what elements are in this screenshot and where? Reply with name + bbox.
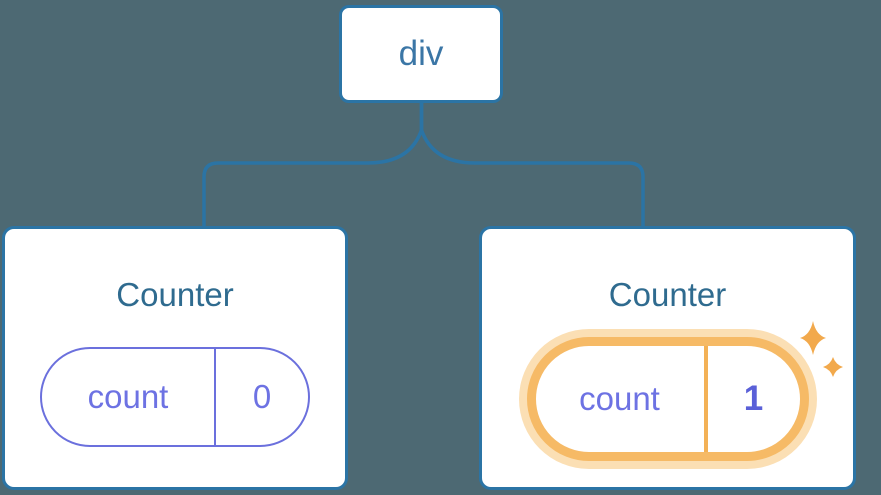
tree-node-div: div	[339, 5, 503, 103]
component-title: Counter	[116, 276, 234, 313]
component-card-counter-right: Counter count 1	[479, 226, 856, 490]
state-pill-highlighted: count 1	[526, 337, 809, 462]
state-key: count	[536, 346, 708, 453]
sparkle-icon	[800, 321, 826, 355]
component-card-counter-left: Counter count 0	[2, 226, 348, 490]
state-pill: count 0	[40, 347, 310, 448]
component-title: Counter	[608, 276, 727, 313]
sparkle-icon	[823, 357, 843, 377]
root-node-label: div	[398, 34, 444, 73]
state-key: count	[42, 349, 216, 446]
connector-branch-right	[419, 101, 645, 226]
connector-branch-left	[202, 101, 424, 226]
state-value: 0	[252, 378, 272, 416]
state-value: 1	[743, 379, 764, 419]
